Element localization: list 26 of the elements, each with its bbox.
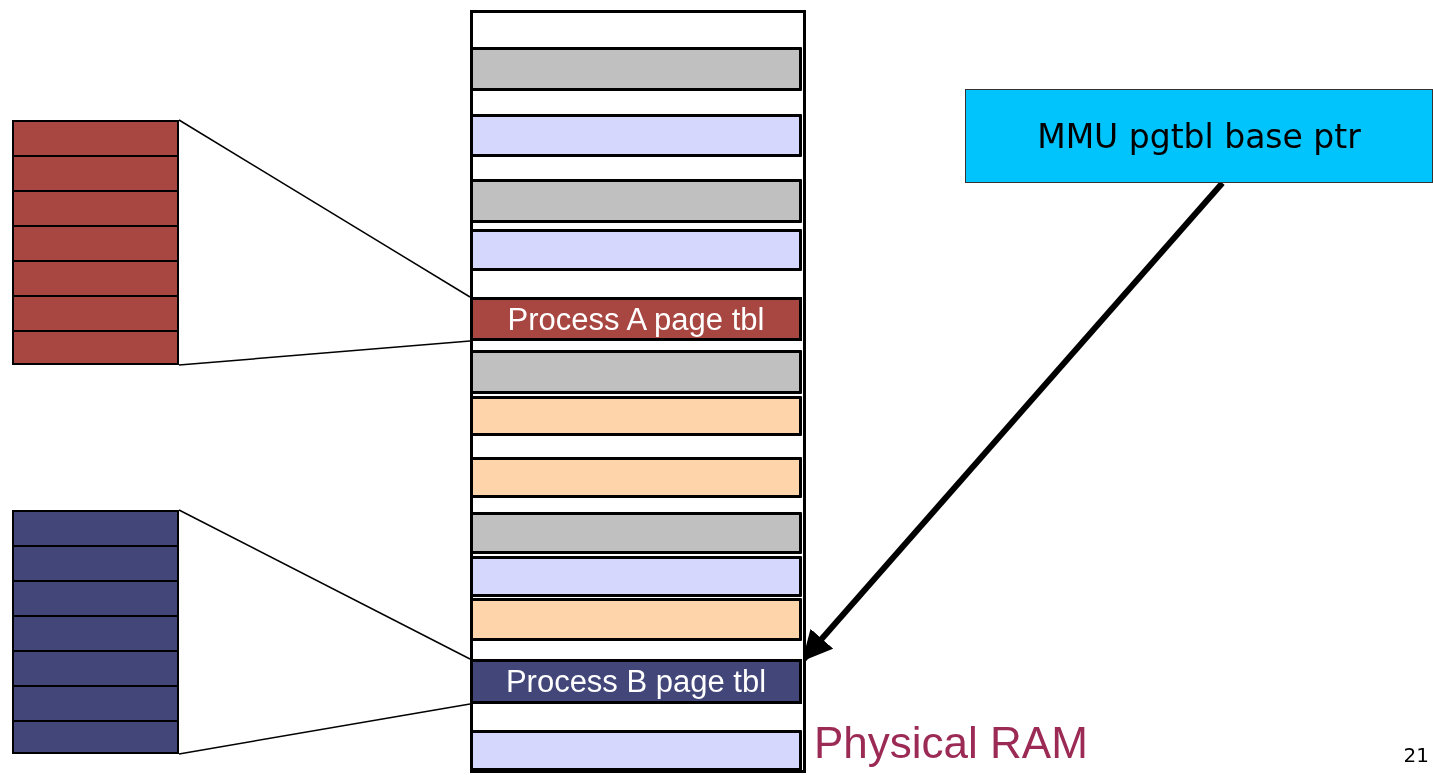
- connector-line: [178, 119, 471, 298]
- memory-strip: [470, 457, 802, 498]
- memory-column: [470, 10, 806, 773]
- page-table-drawing: [12, 510, 179, 754]
- register-label: MMU pgtbl base ptr: [1037, 119, 1361, 153]
- memory-strip: [470, 556, 802, 597]
- memory-strip: [470, 598, 802, 641]
- connector-line: [178, 703, 471, 755]
- connector-line: [178, 509, 471, 660]
- memory-strip: [470, 512, 802, 554]
- memory-strip: [470, 730, 802, 771]
- memory-strip: [470, 114, 802, 157]
- page-table-strip: [470, 659, 802, 704]
- connector-line: [178, 340, 471, 366]
- page-table-drawing: [12, 120, 179, 365]
- memory-strip: [470, 350, 802, 394]
- page-table-strip: [470, 297, 802, 341]
- memory-caption: Physical RAM: [814, 721, 1088, 765]
- memory-strip: [470, 47, 802, 91]
- memory-strip: [470, 396, 802, 436]
- page-number: 21: [1403, 745, 1429, 765]
- strip-label: Process A page tbl: [507, 303, 765, 335]
- strip-label: Process B page tbl: [505, 666, 767, 697]
- memory-strip: [470, 179, 802, 223]
- memory-strip: [470, 229, 802, 271]
- register-box: [965, 89, 1433, 183]
